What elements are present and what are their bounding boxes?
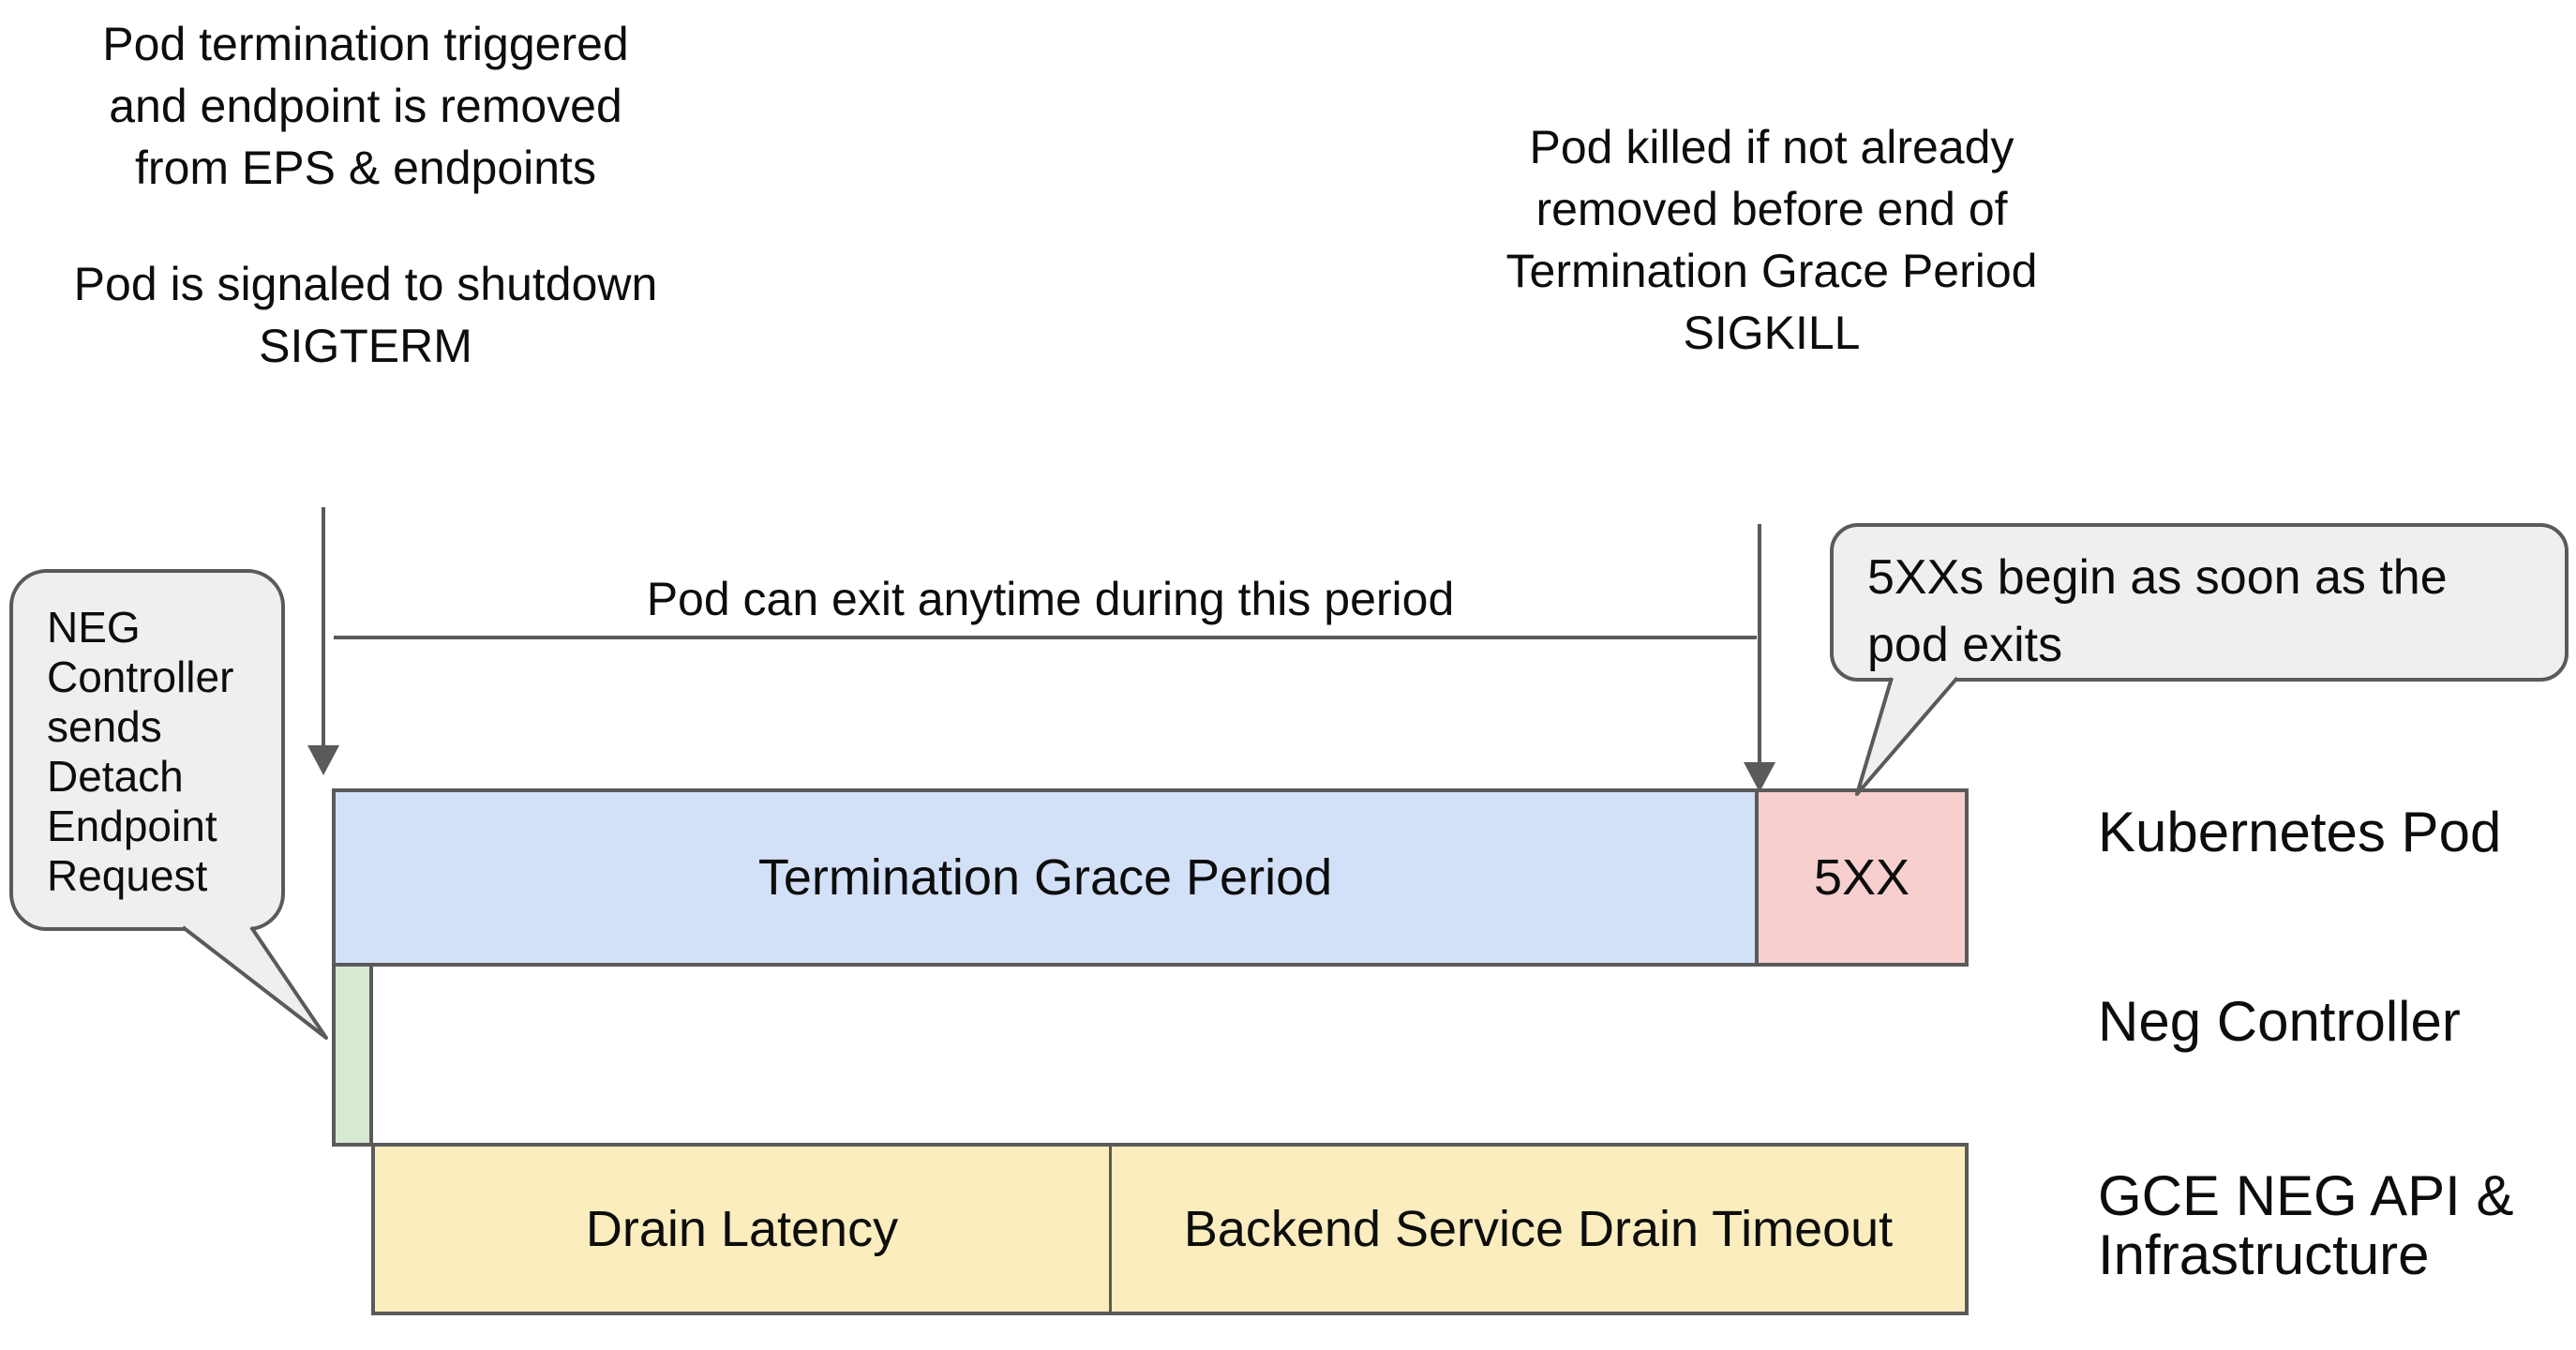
bar-backend-service-drain-timeout: Backend Service Drain Timeout [1112,1147,1965,1312]
sigkill-arrow-head-icon [1744,762,1775,792]
sigterm-arrow-line [322,507,325,751]
annotation-line: from EPS & endpoints [135,142,596,194]
annotation-line: and endpoint is removed [109,80,622,132]
callout-5xx-tail [1855,676,1959,796]
row-label-gce-neg-api: GCE NEG API & Infrastructure [2098,1166,2513,1284]
callout-line: Request [47,851,208,900]
row-label-gce-line1: GCE NEG API & [2098,1164,2514,1227]
callout-neg-controller: NEG Controller sends Detach Endpoint Req… [9,569,285,931]
callout-line: NEG [47,603,141,652]
annotation-line: SIGKILL [1683,307,1861,359]
callout-neg-controller-tail [181,925,328,1040]
sigterm-arrow-head-icon [307,745,339,775]
bar-drain-latency: Drain Latency [375,1147,1112,1312]
bar-neg-controller-detach [332,963,373,1147]
bar-backend-service-drain-timeout-label: Backend Service Drain Timeout [1183,1201,1894,1257]
annotation-pod-killed: Pod killed if not already removed before… [1448,116,2095,364]
period-label: Pod can exit anytime during this period [646,573,1455,625]
callout-line: pod exits [1867,618,2063,672]
bar-5xx-label: 5XX [1813,849,1910,906]
bar-drain-latency-label: Drain Latency [585,1201,899,1257]
row-label-kubernetes-pod: Kubernetes Pod [2098,801,2502,863]
bar-5xx: 5XX [1755,788,1969,967]
annotation-line: SIGTERM [259,320,472,372]
annotation-line: Termination Grace Period [1505,245,2038,297]
callout-line: 5XXs begin as soon as the [1867,550,2448,605]
bar-termination-grace-period: Termination Grace Period [332,788,1759,967]
callout-line: Controller [47,652,234,701]
annotation-line: Pod termination triggered [102,18,629,70]
annotation-line: Pod killed if not already [1529,121,2014,173]
callout-line: Detach [47,752,184,801]
callout-line: Endpoint [47,802,217,850]
row-label-gce-line2: Infrastructure [2098,1223,2430,1286]
annotation-line: removed before end of [1535,183,2008,235]
callout-5xx: 5XXs begin as soon as the pod exits [1830,523,2569,682]
sigkill-arrow-line [1758,524,1761,764]
row-label-neg-controller: Neg Controller [2098,990,2461,1053]
annotation-pod-termination: Pod termination triggered and endpoint i… [37,13,694,377]
callout-line: sends [47,702,162,751]
annotation-line: Pod is signaled to shutdown [73,258,658,310]
period-line [334,636,1757,639]
bar-gce-drain: Drain Latency Backend Service Drain Time… [371,1143,1969,1315]
bar-termination-grace-period-label: Termination Grace Period [757,849,1333,906]
